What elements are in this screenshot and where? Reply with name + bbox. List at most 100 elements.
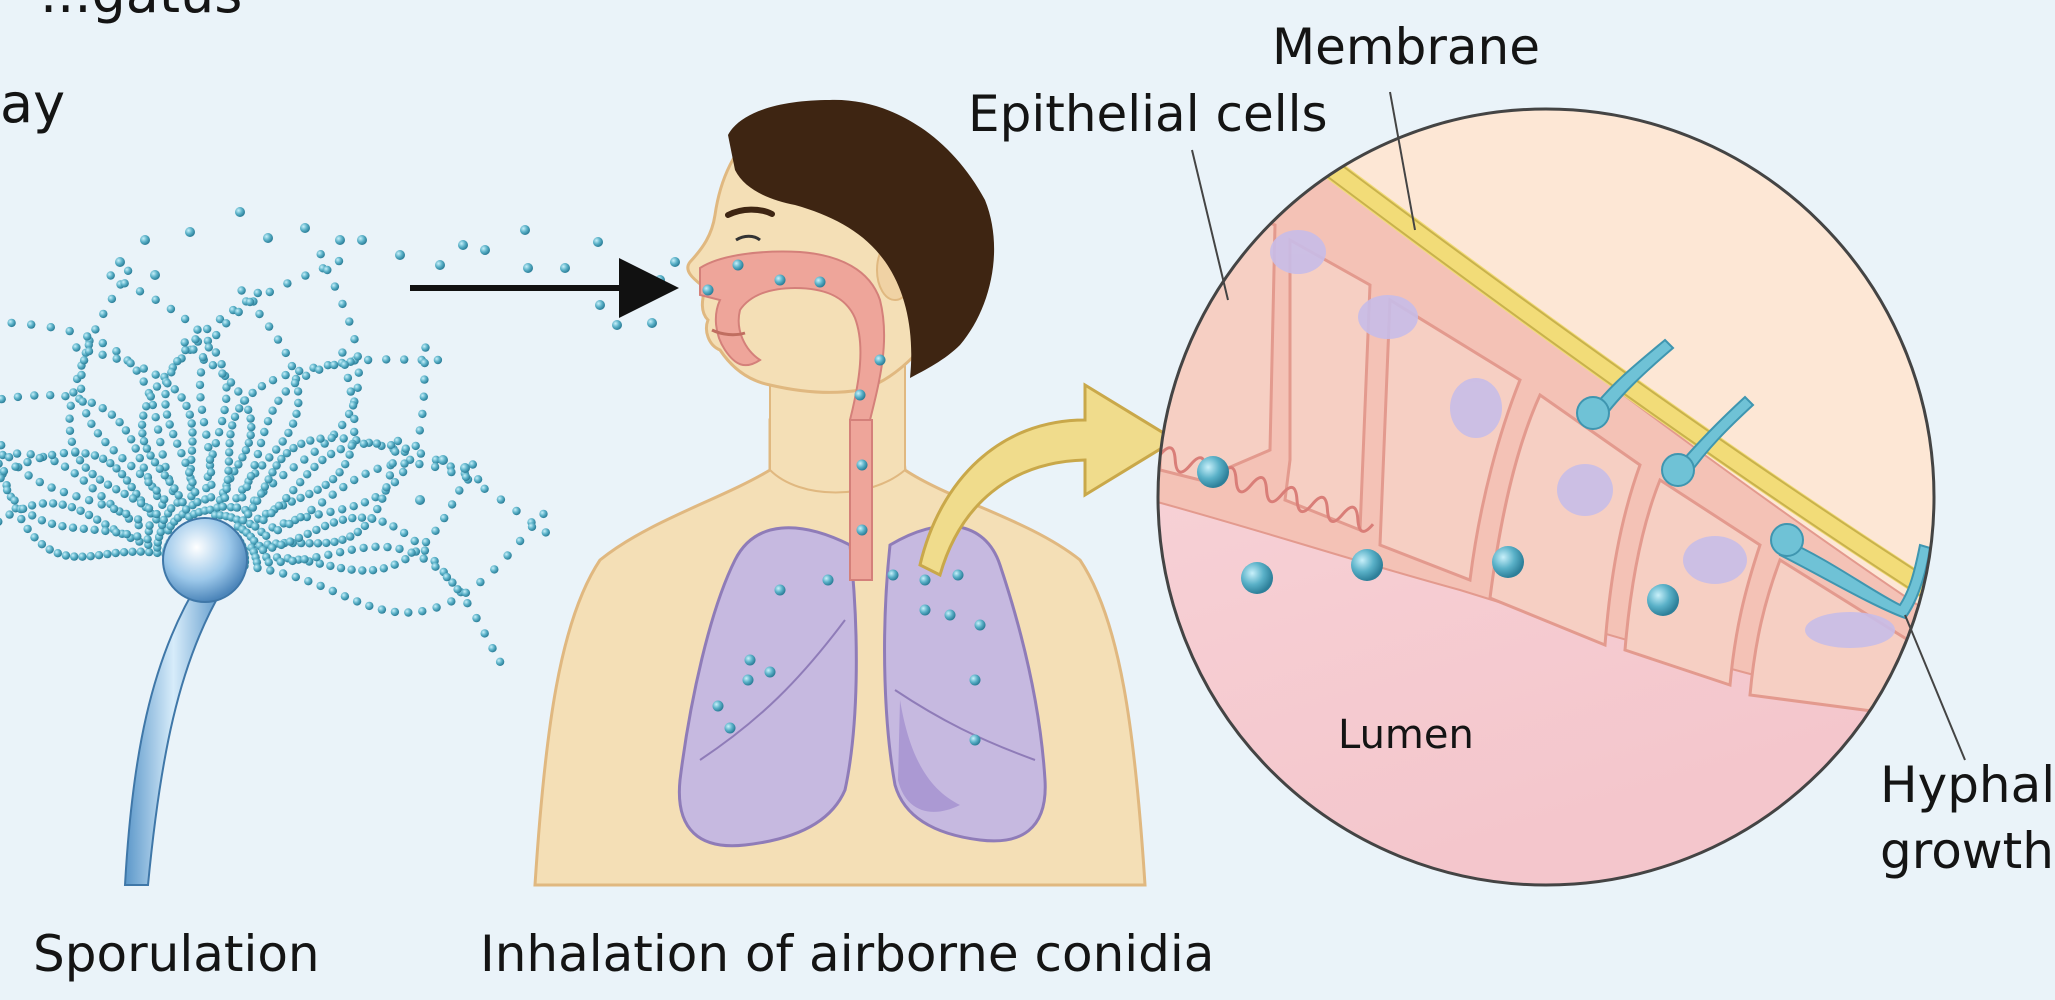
conidium — [140, 364, 148, 372]
conidium — [181, 315, 189, 323]
conidium — [353, 597, 361, 605]
conidium — [203, 325, 211, 333]
conidium — [422, 538, 430, 546]
conidium — [177, 393, 185, 401]
conidium — [206, 456, 214, 464]
conidium — [307, 506, 315, 514]
conidium — [207, 493, 215, 501]
conidium — [231, 413, 239, 421]
conidium — [113, 355, 121, 363]
conidium — [300, 455, 308, 463]
conidium — [99, 455, 107, 463]
conidium — [60, 488, 68, 496]
conidium — [288, 362, 296, 370]
title-fragment-2: ay — [0, 72, 65, 135]
conidium — [115, 257, 125, 267]
conidium — [268, 544, 276, 552]
conidium — [277, 558, 285, 566]
conidium — [224, 476, 232, 484]
conidium — [335, 257, 343, 265]
conidium — [855, 390, 866, 401]
conidium — [220, 406, 228, 414]
conidium — [458, 240, 468, 250]
inhalation-label: Inhalation of airborne conidia — [480, 925, 1214, 983]
conidium — [324, 551, 332, 559]
nucleus — [1270, 230, 1326, 274]
conidium — [122, 510, 130, 518]
conidium — [481, 629, 489, 637]
conidium — [316, 435, 324, 443]
conidium — [395, 250, 405, 260]
conidium — [282, 387, 290, 395]
conidium — [336, 548, 344, 556]
conidium — [411, 537, 419, 545]
conidium — [255, 310, 263, 318]
conidium — [354, 528, 362, 536]
conidium — [80, 356, 88, 364]
conidium — [349, 401, 357, 409]
conidium — [455, 486, 463, 494]
nucleus — [1805, 612, 1895, 648]
conidium — [103, 550, 111, 558]
conidium — [301, 271, 309, 279]
conidium — [152, 486, 160, 494]
conidium — [222, 395, 230, 403]
conidium — [542, 528, 550, 536]
conidium — [528, 523, 536, 531]
conidium — [121, 279, 129, 287]
conidium — [177, 449, 185, 457]
conidium — [99, 310, 107, 318]
conidium — [263, 233, 273, 243]
conidium — [331, 282, 339, 290]
conidium — [17, 515, 25, 523]
conidium — [296, 478, 304, 486]
epithelial-cells-label: Epithelial cells — [968, 85, 1328, 143]
conidium — [58, 522, 66, 530]
conidium — [357, 235, 367, 245]
nucleus — [1358, 295, 1418, 339]
conidium — [304, 577, 312, 585]
conidium — [223, 485, 231, 493]
conidium — [335, 468, 343, 476]
conidium — [361, 498, 369, 506]
conidium — [612, 320, 622, 330]
conidium — [434, 356, 442, 364]
conidium — [68, 438, 76, 446]
conidium — [23, 525, 31, 533]
conidium — [743, 675, 754, 686]
magnified-view — [1150, 100, 1960, 885]
conidium — [361, 522, 369, 530]
conidium — [161, 390, 169, 398]
conidium — [415, 495, 425, 505]
conidium — [80, 476, 88, 484]
conidium — [391, 608, 399, 616]
conidium — [330, 518, 338, 526]
conidium — [295, 534, 303, 542]
conidium — [391, 478, 399, 486]
conidium — [338, 421, 346, 429]
conidium — [54, 549, 62, 557]
conidium — [153, 382, 161, 390]
conidium — [96, 476, 104, 484]
conidium — [225, 448, 233, 456]
conidium — [460, 463, 470, 473]
conidium — [329, 475, 337, 483]
conidium — [420, 375, 428, 383]
conidium — [281, 371, 289, 379]
conidium — [267, 509, 275, 517]
conidium — [59, 501, 67, 509]
conidium — [560, 263, 570, 273]
conidium — [185, 227, 195, 237]
conidium — [254, 450, 262, 458]
conidium — [355, 369, 363, 377]
conidium — [347, 566, 355, 574]
conidium — [539, 510, 547, 518]
conidium — [196, 381, 204, 389]
conidium — [312, 526, 320, 534]
conidium — [150, 270, 160, 280]
conidium — [337, 445, 345, 453]
conidium — [382, 483, 390, 491]
conidium — [474, 475, 482, 483]
conidium — [279, 471, 287, 479]
conidium — [242, 446, 250, 454]
